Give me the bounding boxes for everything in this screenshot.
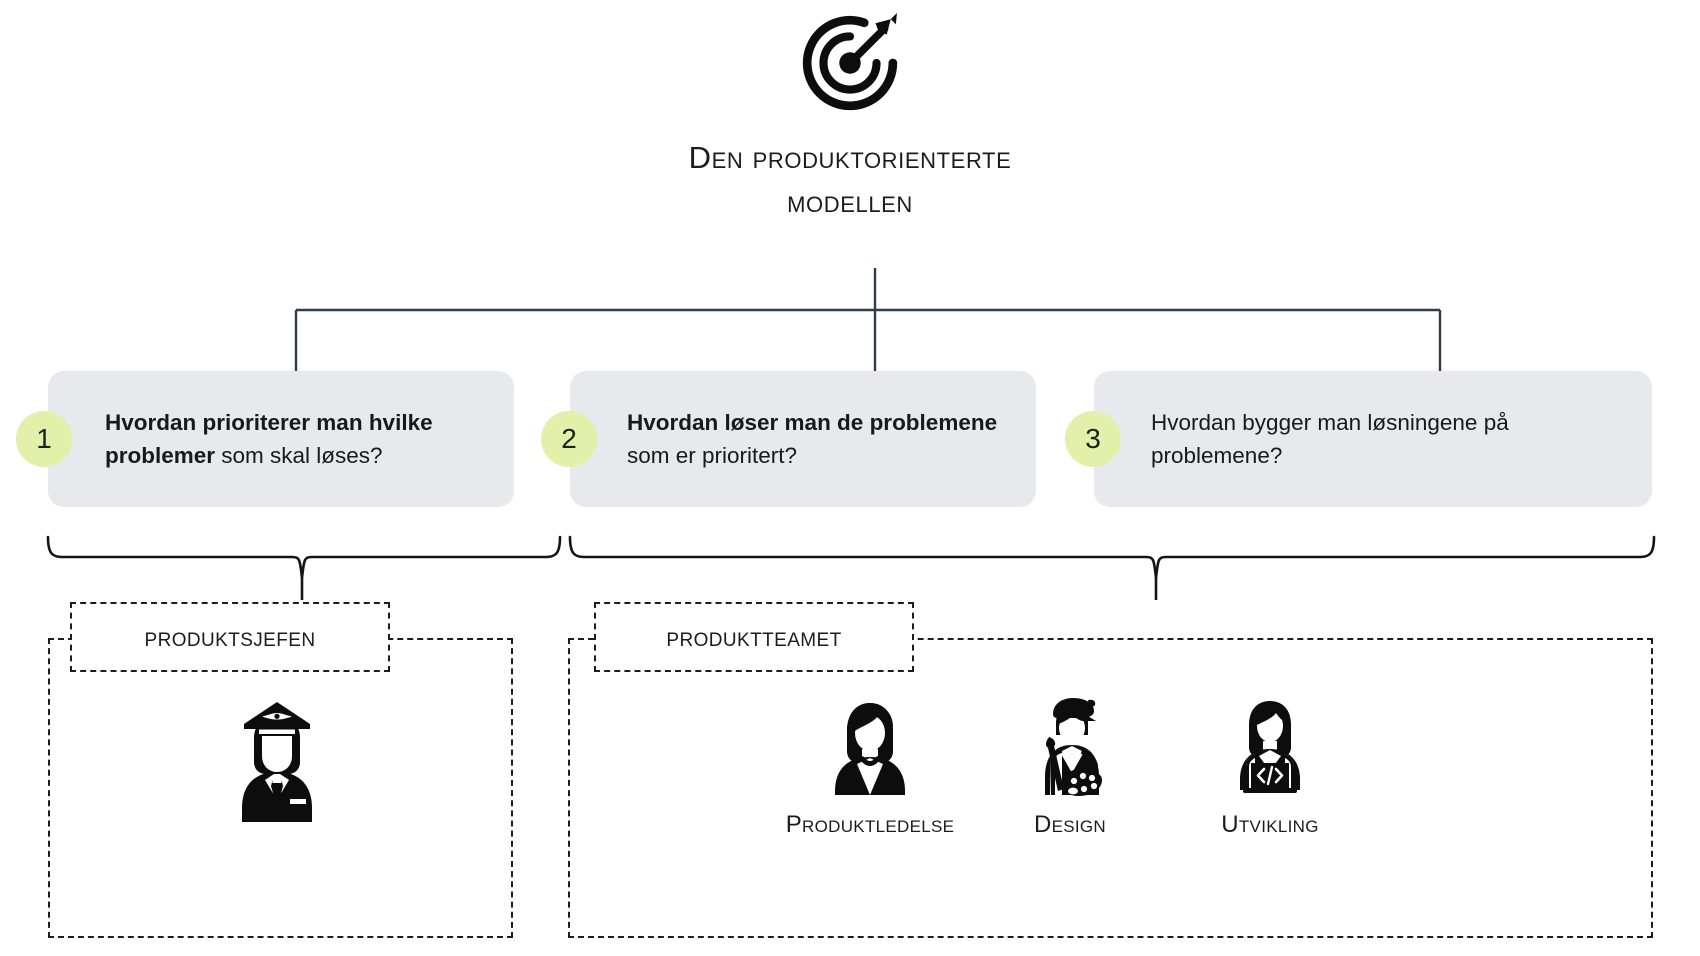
page-title: Den produktorienterte modellen	[570, 136, 1130, 224]
group-label-produktteamet: Produktteamet	[594, 602, 914, 672]
question-card-1-bold: Hvordan prioriterer man hvilke problemer	[105, 410, 433, 468]
group-label-produktsjefen: Produktsjefen	[70, 602, 390, 672]
question-card-3[interactable]: Hvordan bygger man løsningene på problem…	[1094, 371, 1652, 507]
question-card-3-text: Hvordan bygger man løsningene på problem…	[1094, 406, 1652, 472]
role-label-design: Design	[1033, 811, 1107, 838]
question-badge-2: 2	[541, 411, 597, 467]
page-title-line-2: modellen	[787, 184, 913, 219]
role-design: Design	[990, 697, 1150, 839]
role-produktledelse: Produktledelse	[786, 697, 954, 839]
target-arrow-icon	[802, 13, 898, 111]
developer-laptop-person-icon	[1240, 701, 1300, 793]
question-card-2[interactable]: Hvordan løser man de problemene som er p…	[570, 371, 1036, 507]
role-utvikling: Utvikling	[1190, 697, 1350, 839]
captain-person-icon	[242, 702, 312, 822]
group-container-produktteamet	[568, 638, 1653, 938]
team-roles-list: Produktledelse	[786, 697, 1350, 839]
question-badge-1: 1	[16, 411, 72, 467]
artist-palette-person-icon	[1045, 698, 1102, 796]
question-card-3-regular: Hvordan bygger man løsningene på problem…	[1151, 410, 1509, 468]
question-card-2-text: Hvordan løser man de problemene som er p…	[570, 406, 1036, 472]
role-label-utvikling: Utvikling	[1221, 811, 1319, 838]
question-card-1-regular: som skal løses?	[215, 443, 383, 468]
diagram-header: Den produktorienterte modellen	[0, 12, 1700, 224]
page-title-line-1: Den produktorienterte	[688, 140, 1012, 175]
business-person-icon	[835, 703, 905, 795]
question-card-2-regular: som er prioritert?	[627, 443, 798, 468]
question-badge-3: 3	[1065, 411, 1121, 467]
role-label-produktledelse: Produktledelse	[785, 811, 955, 838]
question-card-2-bold: Hvordan løser man de problemene	[627, 410, 998, 435]
question-card-1[interactable]: Hvordan prioriterer man hvilke problemer…	[48, 371, 514, 507]
question-card-1-text: Hvordan prioriterer man hvilke problemer…	[48, 406, 514, 472]
